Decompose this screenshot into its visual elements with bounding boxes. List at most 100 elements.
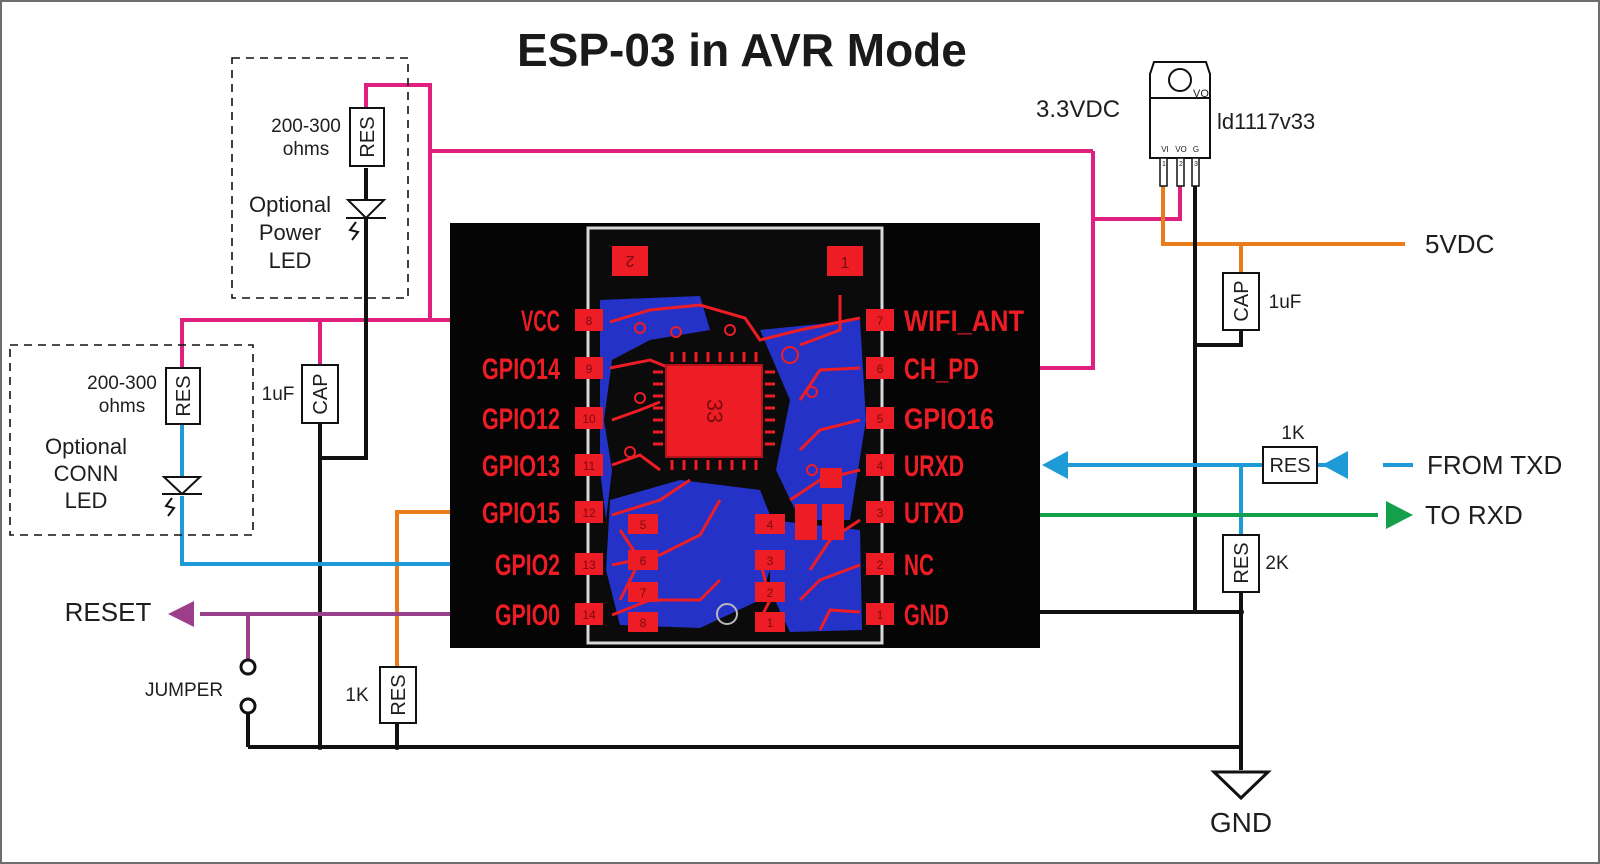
- pad-utxd: [866, 501, 894, 523]
- corner-number-right: 1: [841, 255, 850, 272]
- pin-label-utxd: UTXD: [904, 497, 964, 530]
- cap-right-label: CAP: [1231, 280, 1253, 321]
- from-txd-arrow-icon: [1322, 451, 1348, 479]
- inner-left-number: 8: [640, 616, 647, 630]
- power-led-resistor-label: RES: [357, 116, 379, 157]
- regulator-pin-vo: VO: [1175, 145, 1187, 154]
- regulator-vo-wire: [1093, 185, 1182, 221]
- pin-number-ch-pd: 6: [877, 362, 884, 376]
- pad-gpio15: [575, 501, 603, 523]
- pad-gpio13: [575, 454, 603, 476]
- vcc-wire-power-led: [364, 83, 450, 322]
- chip-label: 33: [702, 399, 727, 423]
- regulator-pin-g: G: [1193, 145, 1199, 154]
- pin-number-vcc: 8: [586, 314, 593, 328]
- regulator: VO: [1149, 61, 1211, 187]
- pin-number-gpio0: 14: [582, 608, 596, 622]
- power-led-resistor-unit: ohms: [283, 139, 329, 160]
- inner-right-number: 1: [767, 616, 774, 630]
- to-rxd-label: TO RXD: [1425, 500, 1523, 530]
- pad-gnd: [866, 603, 894, 625]
- pad-gpio0: [575, 603, 603, 625]
- pin-label-nc: NC: [904, 549, 934, 582]
- pin-label-gpio16: GPIO16: [904, 403, 994, 436]
- gnd-label: GND: [1210, 807, 1272, 838]
- reset-arrow-icon: [168, 601, 194, 627]
- five-volt-wire: [1161, 185, 1405, 246]
- pad-vcc: [575, 309, 603, 331]
- pin-number-urxd: 4: [877, 459, 884, 473]
- junctions: [317, 609, 1244, 750]
- pin-number-gpio15: 12: [582, 506, 596, 520]
- jumper-top-terminal: [239, 658, 257, 676]
- pin-label-gpio12: GPIO12: [482, 403, 560, 436]
- pin-number-gpio16: 5: [877, 412, 884, 426]
- regulator-pin-num-3: 3: [1194, 161, 1198, 168]
- diagram-title: ESP-03 in AVR Mode: [517, 24, 967, 76]
- corner-pad-right: [827, 246, 863, 276]
- pad-urxd: [866, 454, 894, 476]
- corner-pad-left: [612, 246, 648, 276]
- res-divider-value: 2K: [1265, 553, 1289, 574]
- power-led-caption-1: Optional: [249, 192, 331, 217]
- inner-left-number: 7: [640, 586, 647, 600]
- cap-right: [1222, 272, 1260, 331]
- pin-label-gpio14: GPIO14: [482, 353, 560, 386]
- inner-left-number: 6: [640, 554, 647, 568]
- res-divider: [1222, 534, 1260, 593]
- cap-right-value: 1uF: [1269, 292, 1302, 313]
- regulator-pin-num-1: 1: [1162, 161, 1166, 168]
- power-led-caption-2: Power: [259, 220, 321, 245]
- regulator-tab-hole-icon: [1168, 68, 1192, 92]
- power-led-box: [231, 57, 409, 299]
- conn-led-resistor-label: RES: [173, 375, 195, 416]
- pin-label-gpio13: GPIO13: [482, 450, 560, 483]
- conn-led-caption-3: LED: [65, 488, 108, 513]
- pin-label-ch-pd: CH_PD: [904, 353, 979, 386]
- from-txd-label: FROM TXD: [1427, 450, 1562, 480]
- urxd-arrow-icon: [1042, 451, 1068, 479]
- pin-number-wifi-ant: 7: [877, 314, 884, 328]
- pin-label-wifi-ant: WIFI_ANT: [904, 305, 1024, 338]
- pad-nc: [866, 553, 894, 575]
- inner-right-numbers: 4 3 2 1: [767, 518, 774, 630]
- chip-pins: [653, 352, 775, 470]
- cap-left-label: CAP: [310, 373, 332, 414]
- module-left-pins: 8VCC9GPIO1410GPIO1211GPIO1312GPIO1513GPI…: [482, 305, 603, 632]
- pad-gpio14: [575, 357, 603, 379]
- ch-pd-wire: [1040, 151, 1095, 370]
- pin-label-gnd: GND: [904, 599, 949, 632]
- power-led-resistor-value: 200-300: [271, 116, 341, 137]
- res-divider-label: RES: [1231, 542, 1253, 583]
- jumper-bottom-terminal: [239, 697, 257, 715]
- inner-right-number: 3: [767, 554, 774, 568]
- pad-ch-pd: [866, 357, 894, 379]
- pin-number-gpio13: 11: [583, 459, 596, 473]
- inner-right-number: 2: [767, 586, 774, 600]
- pin-label-gpio15: GPIO15: [482, 497, 560, 530]
- pin-number-gpio2: 13: [582, 558, 596, 572]
- pad-gpio16: [866, 407, 894, 429]
- pad-gpio12: [575, 407, 603, 429]
- mounting-mark-icon: [716, 603, 738, 625]
- pin-label-gpio0: GPIO0: [495, 599, 560, 632]
- conn-led-diode-icon: [161, 476, 203, 517]
- conn-led-box: [9, 344, 254, 536]
- conn-led-caption-1: Optional: [45, 434, 127, 459]
- inner-right-number: 4: [767, 518, 774, 532]
- pin-number-gpio12: 10: [582, 412, 596, 426]
- reset-label: RESET: [65, 597, 152, 627]
- gpio2-wire: [180, 496, 450, 566]
- pcb-vias: [624, 322, 818, 476]
- cap-left-value: 1uF: [262, 384, 295, 405]
- pin-label-gpio2: GPIO2: [495, 549, 560, 582]
- qfn-chip: [665, 364, 763, 458]
- pcb-traces: [609, 295, 861, 631]
- res-rx-value: 1K: [1281, 423, 1305, 444]
- cap-right-gnd-wire: [1195, 330, 1243, 347]
